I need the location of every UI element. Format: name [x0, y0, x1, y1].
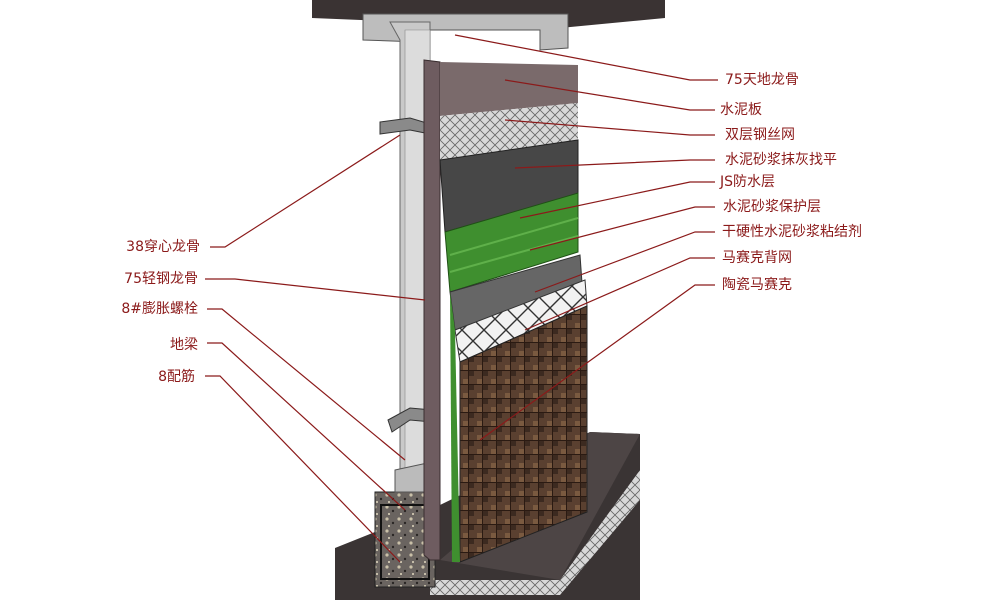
- label-ceramic-mosaic: 陶瓷马赛克: [722, 277, 792, 293]
- label-cement-board: 水泥板: [720, 102, 762, 118]
- label-cross-channel: 38穿心龙骨: [126, 239, 200, 255]
- label-leveling-mortar: 水泥砂浆抹灰找平: [725, 152, 837, 168]
- label-adhesive: 干硬性水泥砂浆粘结剂: [722, 224, 862, 240]
- label-js-waterproof: JS防水层: [720, 174, 776, 190]
- floor-mesh: [430, 470, 640, 595]
- board-edge: [423, 59, 441, 561]
- ceramic-mosaic: [459, 305, 588, 563]
- leader-lines: [205, 34, 718, 563]
- label-ground-beam: 地梁: [170, 337, 198, 353]
- label-double-wire-mesh: 双层钢丝网: [725, 127, 795, 143]
- label-mosaic-back-net: 马赛克背网: [722, 250, 792, 266]
- top-track: [362, 13, 569, 51]
- cement-board: [440, 62, 578, 116]
- label-top-bottom-track: 75天地龙骨: [725, 72, 799, 88]
- label-light-steel-stud: 75轻钢龙骨: [124, 271, 198, 287]
- adhesive-strip: [450, 292, 460, 562]
- js-waterproof: [444, 192, 579, 293]
- waterproof-stripes: [449, 217, 579, 273]
- label-rebar: 8配筋: [158, 369, 195, 385]
- label-protection-mortar: 水泥砂浆保护层: [723, 199, 821, 215]
- double-wire-mesh: [440, 103, 578, 160]
- label-expansion-bolt: 8#膨胀螺栓: [121, 301, 198, 317]
